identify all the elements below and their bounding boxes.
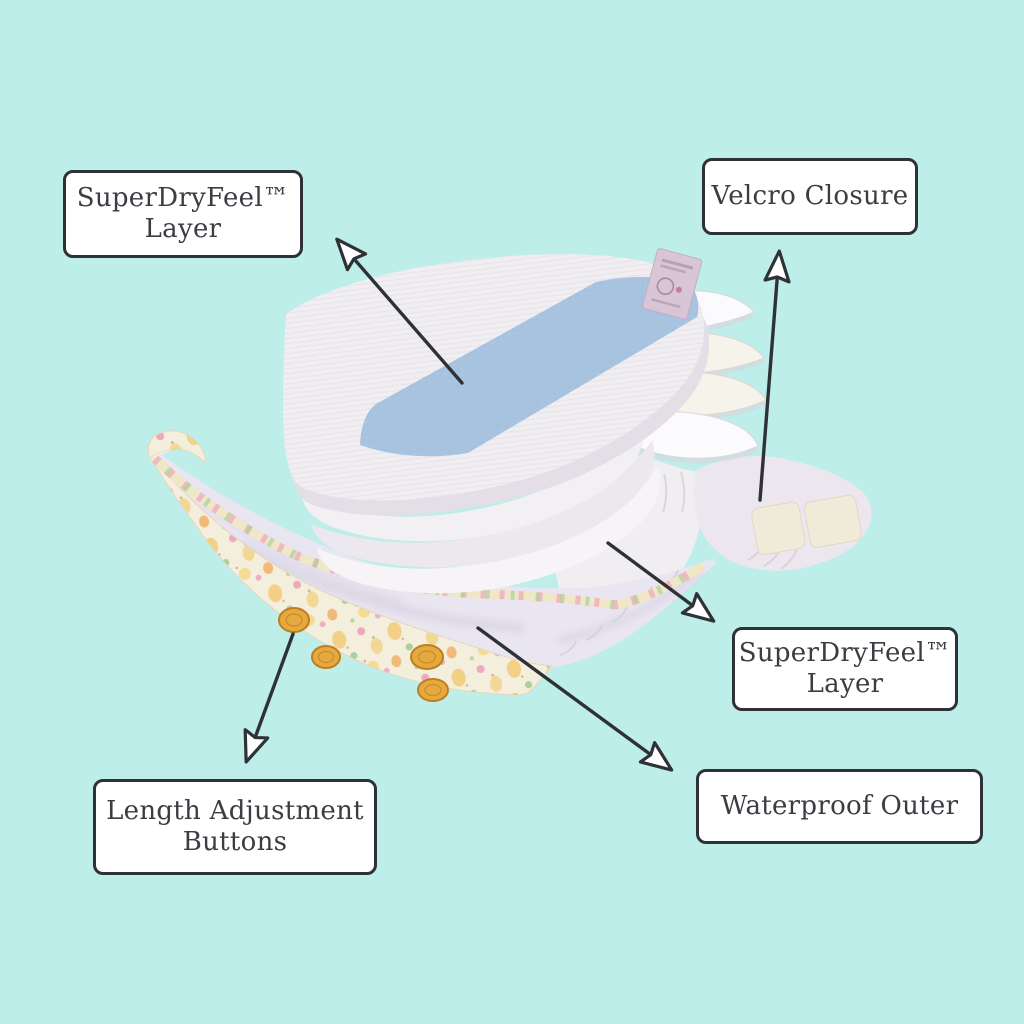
adjustment-button <box>311 645 341 669</box>
label-line: Layer <box>806 669 884 699</box>
callout-arrows <box>233 229 793 782</box>
length-adjustment-buttons <box>278 607 449 702</box>
adjustment-button <box>417 678 449 702</box>
label-line: Length Adjustment <box>106 796 364 826</box>
arrow-line-superdryfeel-top-label <box>354 259 464 385</box>
arrowhead-waterproof-outer-label <box>638 741 681 782</box>
tip-curl <box>147 430 206 465</box>
waterproof-outer-label: Waterproof Outer <box>696 769 983 844</box>
arrow-line-length-adjustment-buttons-label <box>254 632 295 737</box>
arrow-line-superdryfeel-inner-label <box>606 541 693 606</box>
label-line: Velcro Closure <box>711 181 909 211</box>
inner-lining <box>158 452 716 668</box>
label-line: SuperDryFeel™ <box>76 183 290 213</box>
care-tag <box>642 248 703 320</box>
label-line: Layer <box>144 214 222 244</box>
waterproof-outer-band <box>149 455 553 696</box>
arrowhead-velcro-closure-label <box>763 248 793 284</box>
velcro-patches <box>751 494 862 556</box>
adjustment-button <box>278 607 310 633</box>
arrow-line-velcro-closure-label <box>758 278 779 502</box>
velcro-patch <box>803 494 862 548</box>
velcro-closure-label: Velcro Closure <box>702 158 918 235</box>
adjustment-button <box>410 644 444 670</box>
insert-sheet-edges <box>302 414 661 594</box>
superdryfeel-strip <box>360 276 699 457</box>
arrowhead-length-adjustment-buttons-label <box>233 728 270 768</box>
label-line: Waterproof Outer <box>720 791 959 821</box>
arrowhead-superdryfeel-inner-label <box>680 592 723 633</box>
label-line: Buttons <box>182 827 288 857</box>
insert-stack <box>283 248 767 594</box>
label-line: SuperDryFeel™ <box>738 638 952 668</box>
arrow-line-waterproof-outer-label <box>476 626 651 755</box>
velcro-patch <box>751 501 806 556</box>
